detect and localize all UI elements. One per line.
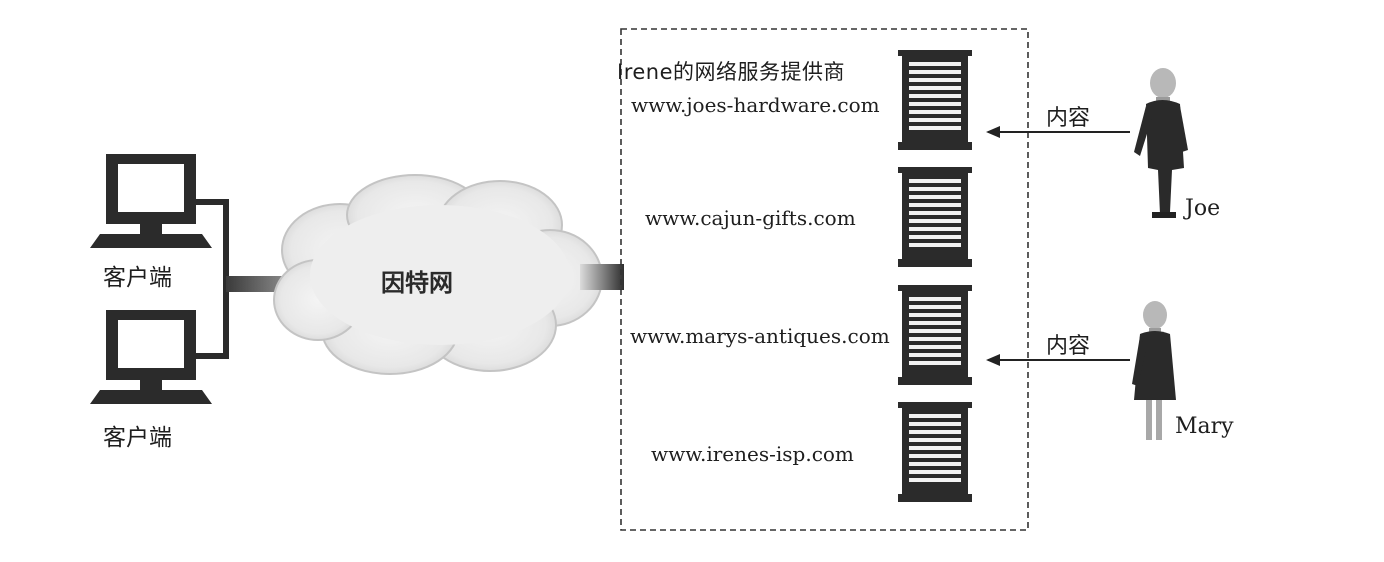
server-icon	[898, 402, 972, 502]
server-domain-label: www.cajun-gifts.com	[645, 206, 856, 230]
server-domain-label: www.irenes-isp.com	[651, 442, 854, 466]
person-icon	[1132, 301, 1176, 440]
server-icon	[898, 50, 972, 150]
content-arrow-label: 内容	[1046, 106, 1091, 131]
person-name-label: Mary	[1175, 414, 1234, 439]
isp-title: Irene的网络服务提供商	[617, 60, 846, 84]
server-domain-label: www.marys-antiques.com	[630, 324, 890, 348]
client-label: 客户端	[103, 265, 172, 291]
content-arrow-label: 内容	[1046, 334, 1091, 359]
isp-boundary	[620, 28, 1029, 531]
isp-pipe	[580, 264, 624, 290]
desktop-computer-icon	[90, 154, 212, 248]
person-icon	[1134, 68, 1188, 218]
internet-cloud	[273, 174, 603, 375]
person-name-label: Joe	[1185, 196, 1221, 221]
client-connector	[196, 199, 229, 359]
server-icon	[898, 285, 972, 385]
internet-label: 因特网	[381, 269, 453, 297]
desktop-computer-icon	[90, 310, 212, 404]
server-icon	[898, 167, 972, 267]
client-label: 客户端	[103, 425, 172, 451]
server-domain-label: www.joes-hardware.com	[631, 93, 880, 117]
